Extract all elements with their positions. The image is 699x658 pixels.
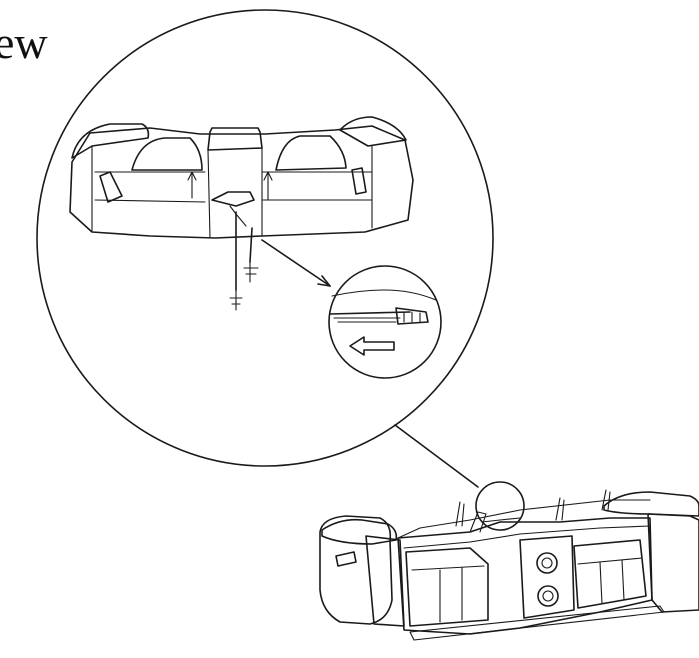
heading-fragment: ew [0, 17, 48, 68]
magnified-unit [69, 116, 414, 311]
zoom-detail [328, 265, 442, 379]
magnify-circle [36, 9, 494, 467]
leader-line [394, 424, 479, 488]
product-overview [319, 481, 699, 641]
left-arrow-icon [349, 336, 395, 356]
